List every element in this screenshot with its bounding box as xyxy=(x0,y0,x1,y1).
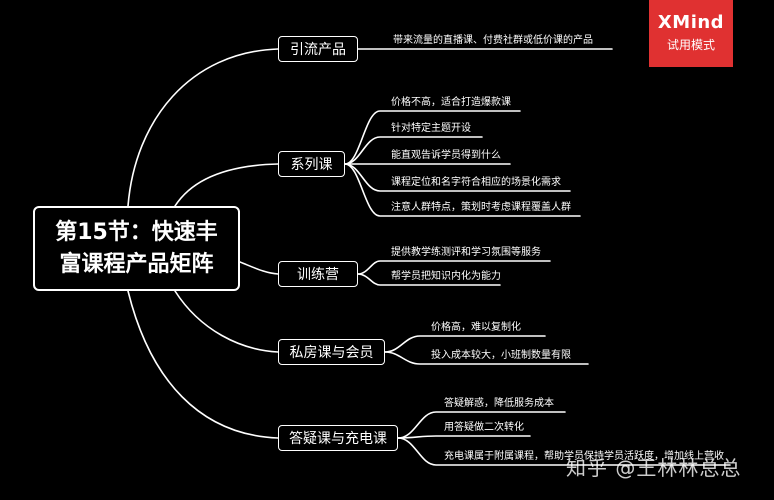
leaf-4-2[interactable]: 投入成本较大，小班制数量有限 xyxy=(431,350,571,361)
watermark: 知乎 @王林林总总 xyxy=(566,456,742,480)
connector-root-branch-1 xyxy=(127,48,279,207)
leaf-2-1[interactable]: 价格不高，适合打造爆款课 xyxy=(391,97,511,108)
trial-mode-label: 试用模式 xyxy=(666,38,715,52)
root-topic-line-2: 富课程产品矩阵 xyxy=(59,251,214,277)
leaf-2-2[interactable]: 针对特定主题开设 xyxy=(391,123,471,134)
root-topic[interactable]: 第15节：快速丰 富课程产品矩阵 xyxy=(33,206,240,291)
root-topic-line-1: 第15节：快速丰 xyxy=(55,219,218,245)
connector-branch-4-leaf-1 xyxy=(384,335,546,353)
branch-topic-4-label: 私房课与会员 xyxy=(289,345,374,361)
xmind-logo-text: XMind xyxy=(657,12,725,33)
connector-branch-2-leaf-5 xyxy=(344,163,581,217)
branch-topic-5[interactable]: 答疑课与充电课 xyxy=(278,425,398,451)
branch-topic-3-label: 训练营 xyxy=(297,267,339,283)
leaf-5-3[interactable]: 充电课属于附属课程，帮助学员保持学员活跃度，增加线上营收 xyxy=(444,451,724,462)
branch-topic-5-label: 答疑课与充电课 xyxy=(289,431,387,447)
connector-branch-3-leaf-2 xyxy=(357,273,501,286)
leaf-1-1[interactable]: 带来流量的直播课、付费社群或低价课的产品 xyxy=(393,35,593,46)
connector-branch-2-leaf-2 xyxy=(344,136,483,165)
connector-branch-5-leaf-1 xyxy=(397,411,566,439)
leaf-2-5[interactable]: 注意人群特点，策划时考虑课程覆盖人群 xyxy=(391,202,571,213)
connector-branch-2-leaf-1 xyxy=(344,110,521,165)
connector-root-branch-3 xyxy=(239,261,279,275)
leaf-3-1[interactable]: 提供教学练测评和学习氛围等服务 xyxy=(391,247,541,258)
branch-topic-1[interactable]: 引流产品 xyxy=(278,36,358,62)
connector-branch-4-leaf-2 xyxy=(384,351,589,365)
leaf-5-1[interactable]: 答疑解惑，降低服务成本 xyxy=(444,398,554,409)
leaf-3-2[interactable]: 帮学员把知识内化为能力 xyxy=(391,271,501,282)
connector-root-branch-5 xyxy=(127,290,279,439)
branch-topic-3[interactable]: 训练营 xyxy=(278,261,358,287)
connector-branch-3-leaf-1 xyxy=(357,260,551,275)
leaf-4-1[interactable]: 价格高，难以复制化 xyxy=(431,322,521,333)
leaf-2-3[interactable]: 能直观告诉学员得到什么 xyxy=(391,150,501,161)
connector-root-branch-2 xyxy=(174,163,279,207)
leaf-2-4[interactable]: 课程定位和名字符合相应的场景化需求 xyxy=(391,177,561,188)
branch-topic-4[interactable]: 私房课与会员 xyxy=(278,339,385,365)
branch-topic-2[interactable]: 系列课 xyxy=(278,151,345,177)
branch-topic-2-label: 系列课 xyxy=(290,157,333,173)
connector-branch-5-leaf-3 xyxy=(397,437,731,466)
connector-root-branch-4 xyxy=(174,290,279,353)
trial-mode-badge[interactable]: XMind 试用模式 xyxy=(649,0,733,67)
leaf-5-2[interactable]: 用答疑做二次转化 xyxy=(444,422,524,433)
branch-topic-1-label: 引流产品 xyxy=(290,42,346,58)
connector-branch-5-leaf-2 xyxy=(397,435,531,439)
